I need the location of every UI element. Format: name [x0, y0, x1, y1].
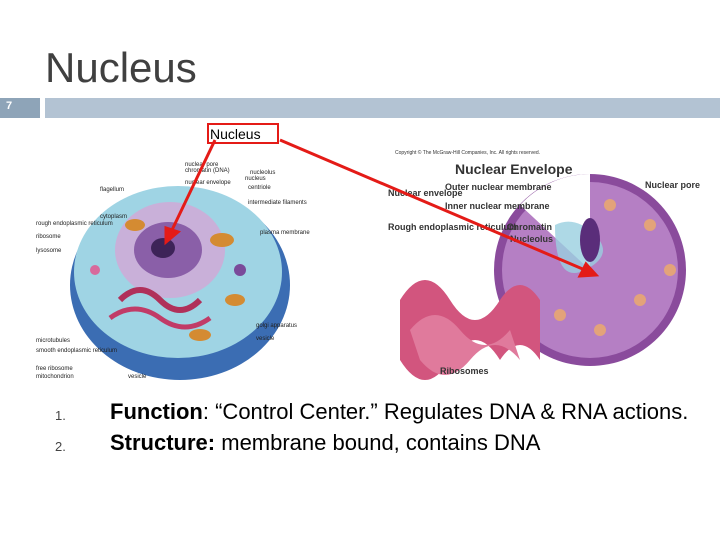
cell-label: chromatin (DNA): [185, 168, 230, 174]
envelope-label: Inner nuclear membrane: [445, 201, 550, 211]
item-number: 1.: [55, 408, 66, 423]
cell-label: intermediate filaments: [248, 200, 307, 206]
cell-label: centriole: [248, 185, 271, 191]
cell-label: mitochondrion: [36, 374, 74, 380]
envelope-label: Ribosomes: [440, 366, 489, 376]
callout-box: [207, 123, 279, 144]
cell-label: flagellum: [100, 187, 124, 193]
envelope-label: Nuclear envelope: [388, 188, 463, 198]
title-rule-right: [45, 98, 720, 118]
cell-label: ribosome: [36, 234, 61, 240]
envelope-label: Rough endoplasmic reticulum: [388, 222, 517, 232]
slide-number: 7: [6, 100, 13, 112]
cell-label: plasma membrane: [260, 230, 310, 236]
cell-label: nucleus: [245, 176, 266, 182]
bullet-list: 1. Function: “Control Center.” Regulates…: [55, 398, 695, 460]
list-item: 1. Function: “Control Center.” Regulates…: [55, 398, 695, 425]
cell-label: golgi apparatus: [256, 323, 297, 329]
envelope-label: Chromatin: [507, 222, 552, 232]
title-rule-left: [0, 98, 40, 118]
callout-arrows: [164, 138, 600, 278]
cell-label: rough endoplasmic reticulum: [36, 221, 113, 227]
cell-label: cytoplasm: [100, 214, 127, 220]
cell-label: vesicle: [128, 374, 147, 380]
cell-label: nuclear envelope: [185, 180, 231, 186]
slide-title: Nucleus: [45, 44, 197, 91]
cell-label: microtubules: [36, 338, 70, 344]
cell-label: lysosome: [36, 248, 62, 254]
list-item: 2. Structure: membrane bound, contains D…: [55, 429, 695, 456]
cell-label: vesicle: [256, 336, 275, 342]
cell-label: free ribosome: [36, 366, 73, 372]
item-text: membrane bound, contains DNA: [215, 430, 541, 455]
copyright-text: Copyright © The McGraw-Hill Companies, I…: [395, 149, 540, 156]
nuclear-envelope-labels: Copyright © The McGraw-Hill Companies, I…: [388, 149, 700, 376]
envelope-label: Nucleolus: [510, 234, 553, 244]
item-bold: Function: [110, 399, 203, 424]
cell-label: nucleolus: [250, 170, 275, 176]
envelope-label: Outer nuclear membrane: [445, 182, 552, 192]
item-number: 2.: [55, 439, 66, 454]
item-bold: Structure:: [110, 430, 216, 455]
animal-cell-diagram: [70, 186, 290, 380]
envelope-label: Nuclear pore: [645, 180, 700, 190]
envelope-title: Nuclear Envelope: [455, 161, 573, 177]
callout-label: Nucleus: [210, 126, 261, 142]
cell-label: smooth endoplasmic reticulum: [36, 348, 117, 354]
item-text: : “Control Center.” Regulates DNA & RNA …: [202, 399, 689, 424]
